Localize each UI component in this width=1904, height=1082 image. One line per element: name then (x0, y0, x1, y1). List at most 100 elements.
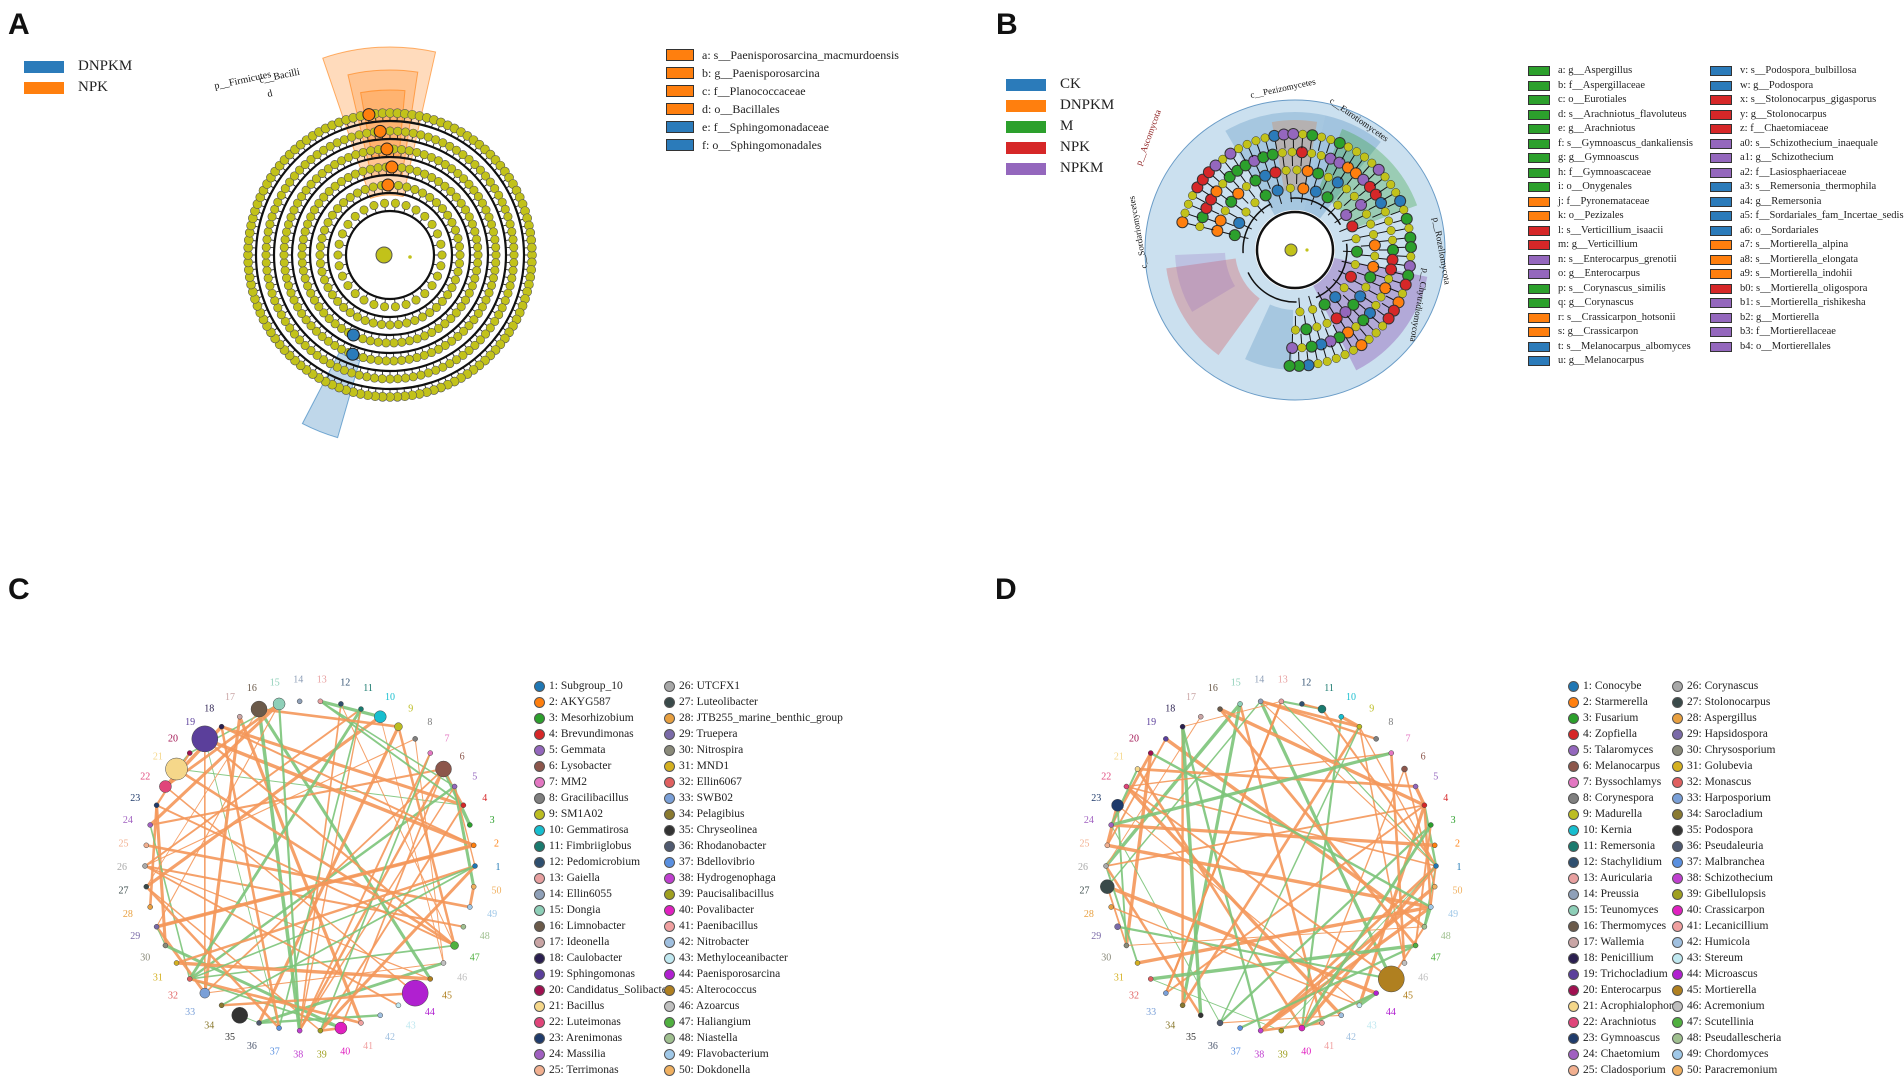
node-legend-dot (664, 712, 675, 724)
feature-legend-item: b: g__Paenisporosarcina (666, 64, 899, 82)
tree-node-center (408, 255, 412, 259)
tree-node (390, 198, 400, 208)
tree-node (301, 185, 311, 195)
edge-positive (1423, 805, 1433, 908)
node-legend-dot (1672, 984, 1683, 996)
feature-label: a1: g__Schizothecium (1740, 152, 1834, 163)
tree-node (1371, 300, 1381, 310)
feature-label: n: s__Enterocarpus_grenotii (1558, 253, 1677, 265)
feature-label: b: g__Paenisporosarcina (702, 66, 820, 80)
tree-node (469, 315, 479, 325)
biomarker-node (1283, 359, 1296, 372)
tree-node (485, 177, 495, 187)
node-legend-dot (534, 1048, 545, 1060)
feature-swatch (1710, 109, 1732, 120)
node-legend-label: 50: Dokdonella (679, 1064, 751, 1076)
feature-swatch (1528, 138, 1550, 149)
biomarker-node (385, 160, 399, 174)
feature-label: b3: f__Mortierellaceae (1740, 326, 1836, 337)
biomarker-node (1176, 216, 1189, 229)
tree-node (285, 177, 295, 187)
tree-node (1285, 183, 1295, 193)
node-legend-item: 40: Crassicarpon (1672, 902, 1781, 918)
node-legend-label: 41: Paenibacillus (679, 920, 758, 932)
feature-legend-item: d: s__Arachniotus_flavoluteus (1528, 108, 1693, 123)
node-legend-label: 23: Arenimonas (549, 1032, 623, 1044)
tree-node (446, 186, 456, 196)
network-node (1114, 923, 1121, 930)
node-legend-label: 29: Truepera (679, 728, 738, 740)
edge-positive (1389, 752, 1406, 964)
network-node (1197, 1012, 1204, 1019)
biomarker-node (1321, 191, 1334, 204)
node-legend-dot (664, 904, 675, 916)
network-node (1237, 701, 1243, 707)
node-legend-dot (534, 920, 545, 932)
node-legend-dot (1568, 968, 1579, 980)
network-node (1123, 783, 1130, 790)
node-number: 43 (406, 1021, 416, 1032)
network-node (427, 976, 434, 982)
node-legend-dot (1568, 984, 1579, 996)
network-node (296, 698, 303, 705)
node-legend-item: 42: Humicola (1672, 934, 1781, 950)
biomarker-node (1249, 174, 1262, 187)
node-legend-dot (664, 824, 675, 836)
node-number: 15 (270, 677, 280, 688)
node-legend-dot (1568, 840, 1579, 852)
tree-node (425, 308, 435, 318)
node-number: 50 (1453, 886, 1463, 897)
edge-positive (145, 715, 382, 888)
feature-legend-item: u: g__Melanocarpus (1528, 354, 1693, 369)
tree-node (1277, 148, 1287, 158)
tree-node (1384, 216, 1394, 226)
tree-node (433, 271, 443, 281)
biomarker-node (1333, 136, 1346, 149)
biomarker-node (1385, 263, 1398, 276)
node-legend-dot (534, 872, 545, 884)
tree-node (1362, 209, 1371, 219)
biomarker-node (1225, 195, 1238, 208)
network-node (1217, 706, 1223, 712)
tree-node (433, 229, 443, 239)
node-number: 2 (494, 838, 499, 849)
node-legend-label: 13: Gaiella (549, 872, 600, 884)
node-number: 29 (1091, 931, 1101, 942)
node-legend-item: 43: Methyloceanibacter (664, 950, 843, 966)
node-number: 27 (1079, 886, 1089, 897)
node-legend-label: 34: Pelagibius (679, 808, 745, 820)
node-legend-item: 23: Gymnoascus (1568, 1030, 1678, 1046)
node-legend-label: 25: Terrimonas (549, 1064, 619, 1076)
tree-node (345, 308, 355, 318)
node-legend-label: 33: SWB02 (679, 792, 733, 804)
node-legend-label: 4: Brevundimonas (549, 728, 634, 740)
node-legend-label: 21: Bacillus (549, 1000, 605, 1012)
network-node (1373, 736, 1379, 742)
biomarker-node (1346, 220, 1359, 233)
feature-swatch (1528, 341, 1550, 352)
network-node (1431, 883, 1438, 890)
network-node (231, 1007, 248, 1024)
node-legend-item: 46: Azoarcus (664, 998, 843, 1014)
node-number: 42 (1346, 1032, 1356, 1043)
node-legend-dot (664, 808, 675, 820)
node-legend-label: 21: Acrophialophora (1583, 1000, 1678, 1012)
node-number: 30 (1101, 953, 1111, 964)
node-legend-item: 35: Chryseolinea (664, 822, 843, 838)
edge-positive (1219, 1014, 1342, 1024)
node-number: 16 (1208, 683, 1218, 694)
tree-node (447, 336, 457, 346)
node-number: 12 (1301, 677, 1311, 688)
node-number: 31 (1114, 973, 1124, 984)
node-legend-label: 37: Malbranchea (1687, 856, 1765, 868)
network-node (153, 923, 160, 930)
node-number: 28 (1084, 909, 1094, 920)
node-legend-item: 19: Trichocladium (1568, 966, 1678, 982)
node-legend-item: 5: Gemmata (534, 742, 671, 758)
feature-swatch (666, 85, 694, 97)
node-number: 32 (168, 991, 178, 1002)
tree-node (1361, 282, 1371, 292)
feature-swatch (1528, 66, 1550, 77)
